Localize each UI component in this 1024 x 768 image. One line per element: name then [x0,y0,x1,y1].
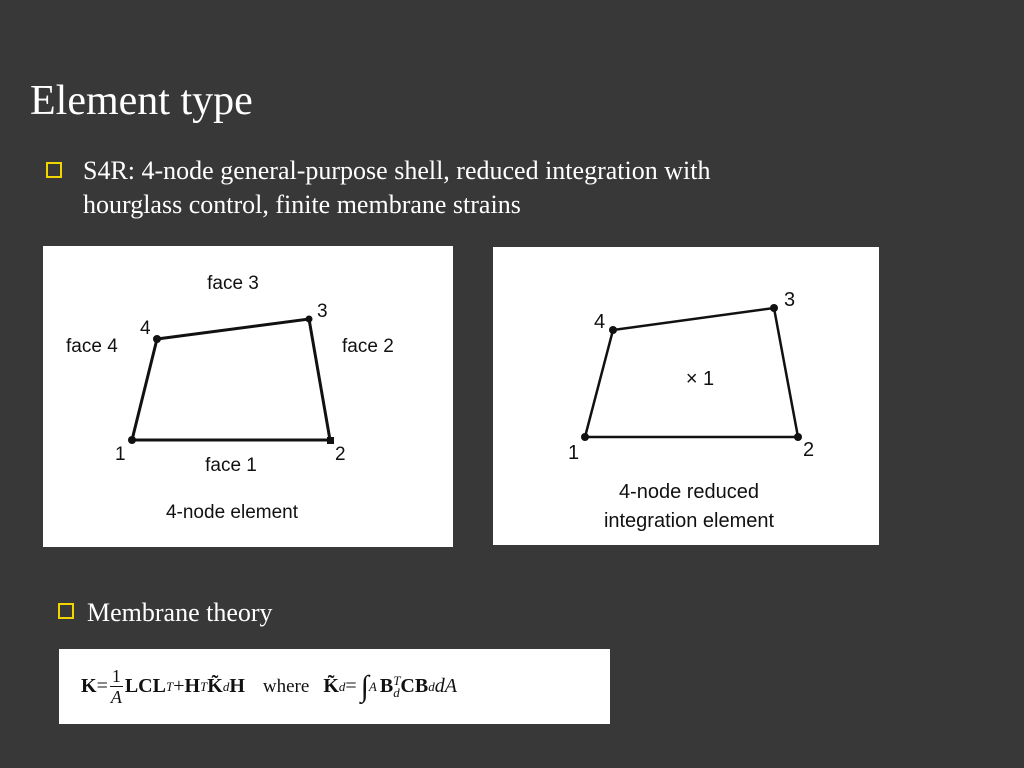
right-figure-caption-line1: 4-node reduced [619,481,759,503]
node-4-dot [609,326,617,334]
integral-icon: ∫ [360,669,369,703]
bullet-text-membrane-theory: Membrane theory [87,598,273,627]
node-2-label: 2 [803,439,814,461]
formula-equals-2: = [345,675,357,697]
node-4-label: 4 [140,318,151,339]
right-figure-caption-line2: integration element [604,510,775,532]
node-1-label: 1 [115,444,126,465]
formula-plus: + [173,675,185,697]
face-1-label: face 1 [205,455,257,476]
bullet-square-icon [46,162,62,178]
node-1-dot [581,433,589,441]
slide-title: Element type [30,78,253,124]
integration-point-label: × 1 [686,368,714,390]
node-3-label: 3 [784,289,795,311]
formula-transpose: T [165,678,174,694]
formula-h: H [184,675,201,697]
formula-numerator: 1 [109,666,123,687]
formula-h2: H [229,675,245,697]
formula-integral-domain: A [368,678,377,694]
reduced-integration-element-figure: 4 3 1 2 × 1 4-node reduced integration e… [493,247,879,545]
formula-subscript-d: d [428,678,435,694]
left-figure-caption: 4-node element [166,502,299,523]
formula-subscript-d: d [222,678,230,694]
node-3-dot [305,315,313,323]
formula-denominator: A [110,687,122,707]
formula-subscript-d: d [393,684,400,700]
node-3-dot [770,304,778,312]
node-1-dot [128,436,136,444]
node-4-dot [153,335,161,343]
node-2-dot [327,437,334,444]
formula-da: dA [434,675,457,697]
formula-lcl: LCL [124,675,166,697]
four-node-element-figure: face 3 face 4 face 2 face 1 4 3 1 2 4-no… [43,246,453,547]
node-1-label: 1 [568,442,579,464]
formula-transpose: T [393,672,401,688]
face-3-label: face 3 [207,273,259,294]
bullet-square-icon [58,603,74,619]
formula-subscript-d: d [338,678,346,694]
bullet-text-s4r-line1: S4R: 4-node general-purpose shell, reduc… [83,156,711,185]
formula-b: B [379,675,394,697]
node-2-dot [794,433,802,441]
formula-where: where [262,675,310,697]
face-4-label: face 4 [66,336,118,357]
formula-kd2: K̃ [323,675,339,697]
node-2-label: 2 [335,444,346,465]
formula-equals: = [96,675,108,697]
node-4-label: 4 [594,311,605,333]
formula-transpose: T [200,678,208,694]
formula-fraction: 1 A [109,666,123,707]
formula-c: C [400,675,415,697]
formula-b2: B [414,675,429,697]
bullet-text-s4r-line2: hourglass control, finite membrane strai… [83,190,521,219]
formula-kd: K̃ [207,675,223,697]
formula-k: K [81,675,97,697]
node-3-label: 3 [317,301,328,322]
face-2-label: face 2 [342,336,394,357]
